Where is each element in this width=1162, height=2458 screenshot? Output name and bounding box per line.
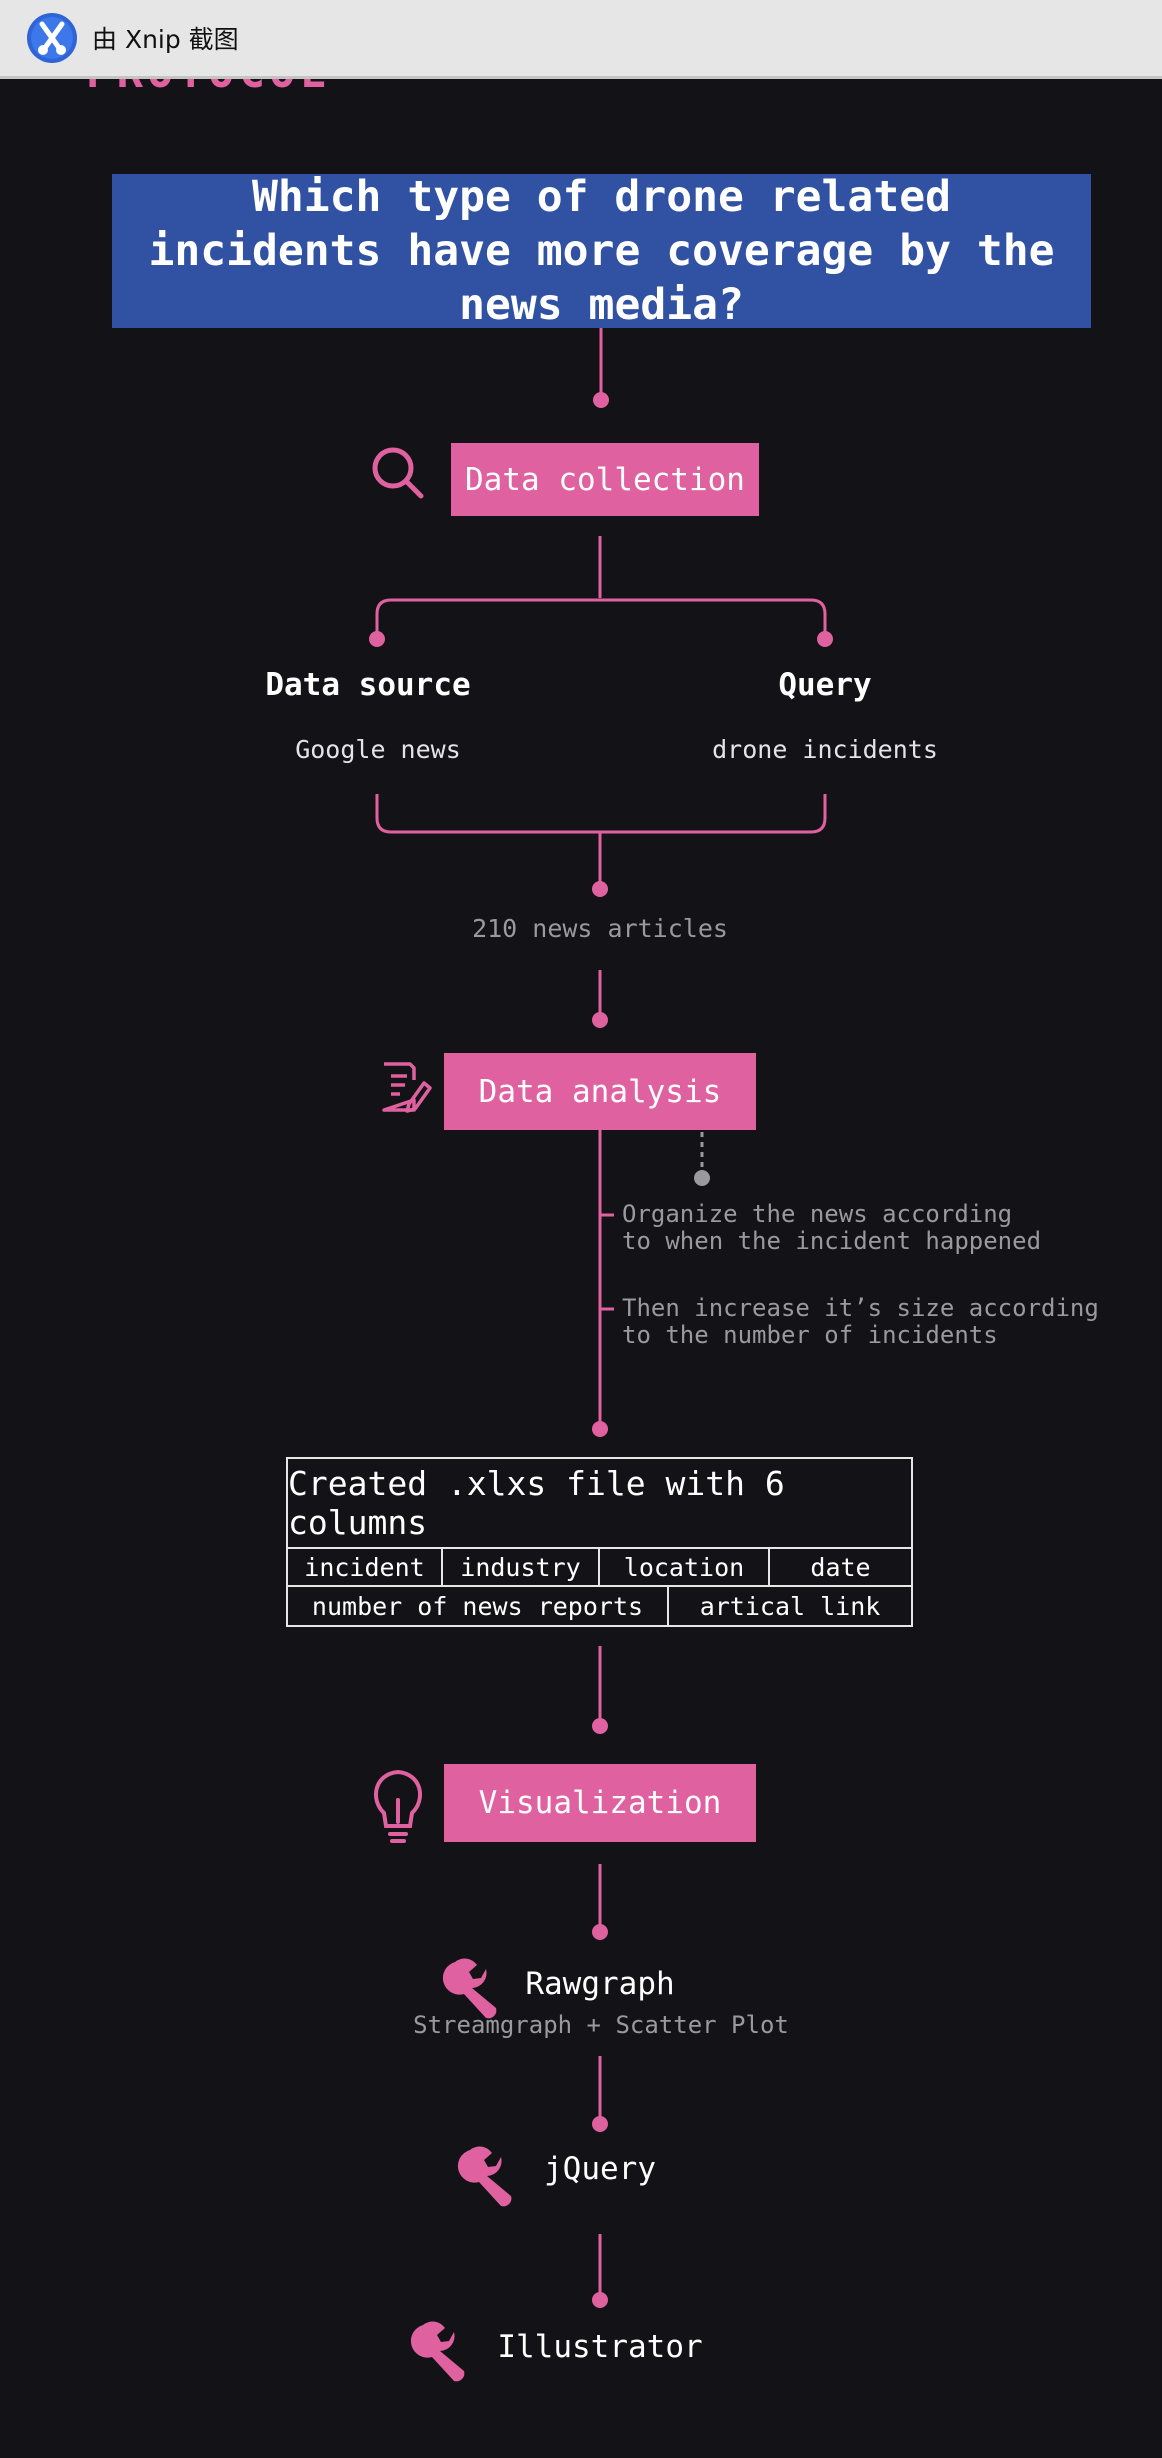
column-location: location — [600, 1549, 770, 1587]
wrench-icon-3 — [410, 2321, 465, 2382]
column-article-link: artical link — [699, 1591, 881, 1621]
window-titlebar: 由 Xnip 截图 — [0, 0, 1162, 79]
xlsx-file-table: Created .xlxs file with 6 columns incide… — [286, 1457, 913, 1627]
query-heading: Query — [778, 667, 872, 703]
research-question-text: Which type of drone related incidents ha… — [148, 172, 1055, 330]
analysis-note-2-line-1: Then increase it’s size according — [622, 1294, 1099, 1322]
column-industry: industry — [443, 1549, 600, 1587]
step-visualization-label: Visualization — [478, 1785, 722, 1821]
wrench-icon-2 — [457, 2146, 512, 2207]
step-data-analysis-label: Data analysis — [478, 1073, 722, 1110]
step-data-analysis: Data analysis — [444, 1053, 756, 1130]
analysis-note-1-line-1: Organize the news according — [622, 1200, 1013, 1228]
column-incident: incident — [288, 1549, 443, 1587]
data-source-heading: Data source — [265, 667, 471, 703]
tool-rawgraph: Rawgraph — [525, 1966, 675, 2002]
data-source-value: Google news — [295, 735, 461, 764]
file-table-title: Created .xlxs file with 6 columns — [288, 1459, 911, 1549]
analysis-note-1: Organize the news according to when the … — [622, 1201, 1041, 1255]
lightbulb-icon — [374, 1769, 422, 1843]
column-news-reports: number of news reports — [288, 1587, 669, 1625]
tool-jquery: jQuery — [544, 2151, 656, 2187]
magnifier-icon — [372, 447, 424, 499]
analysis-note-1-line-2: to when the incident happened — [622, 1227, 1042, 1255]
step-data-collection-label: Data collection — [465, 461, 745, 498]
analysis-note-2-line-2: to the number of incidents — [622, 1321, 998, 1349]
window-title: 由 Xnip 截图 — [92, 25, 239, 54]
research-question: Which type of drone related incidents ha… — [112, 172, 1091, 330]
wrench-icon-1 — [442, 1958, 497, 2019]
step-data-collection: Data collection — [451, 443, 759, 516]
query-value: drone incidents — [712, 735, 938, 764]
step-visualization: Visualization — [444, 1764, 756, 1842]
tool-rawgraph-detail: Streamgraph + Scatter Plot — [413, 2011, 789, 2039]
document-pen-icon — [382, 1062, 432, 1113]
xnip-app-icon[interactable] — [26, 12, 78, 64]
column-date: date — [770, 1549, 911, 1587]
article-count: 210 news articles — [472, 914, 728, 943]
analysis-note-2: Then increase it’s size according to the… — [622, 1295, 1099, 1349]
tool-illustrator: Illustrator — [497, 2329, 703, 2365]
